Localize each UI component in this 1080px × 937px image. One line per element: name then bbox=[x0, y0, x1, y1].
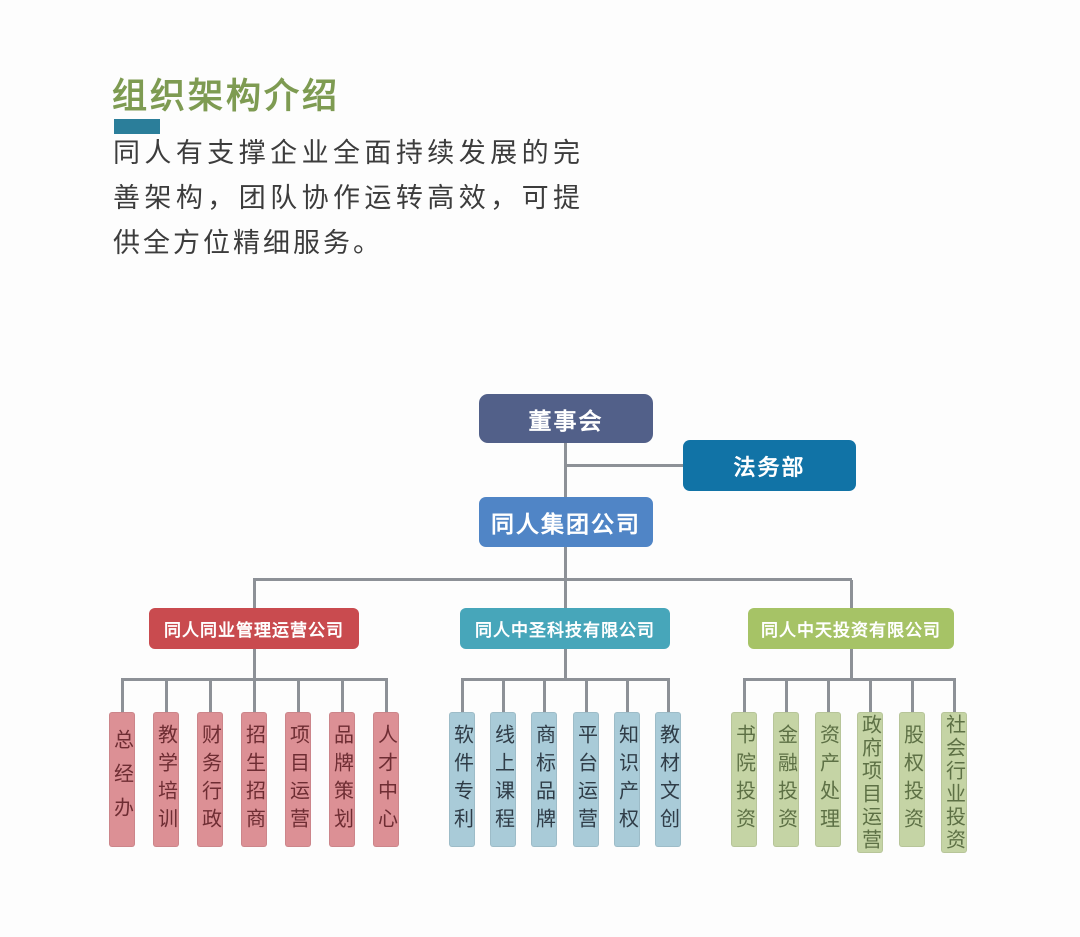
dept-label: 金融投资 bbox=[774, 723, 797, 836]
dept-box: 平台运营 bbox=[573, 712, 599, 847]
dept-box: 线上课程 bbox=[490, 712, 516, 847]
connector-dept-stub bbox=[296, 680, 300, 712]
dept-label: 项目运营 bbox=[286, 723, 309, 836]
dept-label: 人才中心 bbox=[374, 723, 397, 836]
branch-1-header: 同人同业管理运营公司 bbox=[149, 608, 359, 649]
dept-box: 项目运营 bbox=[285, 712, 311, 847]
connector-dept-stub bbox=[742, 680, 746, 712]
dept-label: 书院投资 bbox=[732, 723, 755, 836]
dept-label: 品牌策划 bbox=[330, 723, 353, 836]
dept-box: 总经办 bbox=[109, 712, 135, 847]
dept-label: 商标品牌 bbox=[532, 723, 555, 836]
connector-dept-stub bbox=[340, 680, 344, 712]
dept-label: 知识产权 bbox=[615, 723, 638, 836]
connector-dept-stub bbox=[460, 680, 464, 712]
dept-box: 品牌策划 bbox=[329, 712, 355, 847]
branch-3-header: 同人中天投资有限公司 bbox=[748, 608, 954, 649]
connector-dept-stub bbox=[625, 680, 629, 712]
dept-label: 线上课程 bbox=[491, 723, 514, 836]
connector-branch2-down bbox=[563, 649, 567, 680]
dept-label: 社会行业投资 bbox=[942, 713, 965, 852]
intro-paragraph: 同人有支撑企业全面持续发展的完善架构，团队协作运转高效，可提供全方位精细服务。 bbox=[113, 138, 583, 258]
dept-label: 财务行政 bbox=[198, 723, 221, 836]
title-accent-bar bbox=[114, 119, 160, 134]
dept-box: 股权投资 bbox=[899, 712, 925, 847]
dept-label: 资产处理 bbox=[816, 723, 839, 836]
connector-dept-stub bbox=[784, 680, 788, 712]
dept-label: 软件专利 bbox=[450, 723, 473, 836]
connector-board-to-group bbox=[563, 441, 567, 499]
connector-dept-stub bbox=[208, 680, 212, 712]
dept-label: 总经办 bbox=[110, 728, 133, 831]
connector-dept-stub bbox=[542, 680, 546, 712]
dept-label: 招生招商 bbox=[242, 723, 265, 836]
dept-label: 教学培训 bbox=[154, 723, 177, 836]
connector-dept-stub bbox=[584, 680, 588, 712]
page-title: 组织架构介绍 bbox=[112, 77, 341, 116]
dept-box: 教材文创 bbox=[655, 712, 681, 847]
connector-dept-stub bbox=[120, 680, 124, 712]
node-board-of-directors: 董事会 bbox=[479, 394, 653, 443]
dept-box: 金融投资 bbox=[773, 712, 799, 847]
connector-dept-stub bbox=[252, 680, 256, 712]
dept-box: 书院投资 bbox=[731, 712, 757, 847]
dept-label: 平台运营 bbox=[574, 723, 597, 836]
connector-branch1-down bbox=[252, 649, 256, 680]
connector-group-down bbox=[563, 545, 567, 580]
connector-dept-stub bbox=[952, 680, 956, 712]
connector-branch3-down bbox=[849, 649, 853, 680]
node-legal-department: 法务部 bbox=[683, 440, 856, 491]
dept-box: 社会行业投资 bbox=[941, 712, 967, 853]
connector-branch2-horizontal bbox=[460, 678, 670, 681]
dept-label: 政府项目运营 bbox=[858, 713, 881, 852]
dept-box: 招生招商 bbox=[241, 712, 267, 847]
connector-branch3-stub bbox=[849, 580, 853, 609]
connector-branch1-horizontal bbox=[120, 678, 388, 681]
connector-branch3-horizontal bbox=[742, 678, 956, 681]
dept-box: 财务行政 bbox=[197, 712, 223, 847]
branch-2-header: 同人中圣科技有限公司 bbox=[460, 608, 670, 649]
connector-dept-stub bbox=[826, 680, 830, 712]
connector-branch1-stub bbox=[252, 580, 256, 609]
connector-main-horizontal bbox=[252, 578, 852, 581]
dept-box: 教学培训 bbox=[153, 712, 179, 847]
dept-box: 资产处理 bbox=[815, 712, 841, 847]
dept-box: 知识产权 bbox=[614, 712, 640, 847]
dept-box: 人才中心 bbox=[373, 712, 399, 847]
dept-box: 商标品牌 bbox=[531, 712, 557, 847]
connector-to-legal bbox=[565, 464, 684, 467]
connector-dept-stub bbox=[868, 680, 872, 712]
connector-dept-stub bbox=[501, 680, 505, 712]
connector-dept-stub bbox=[666, 680, 670, 712]
connector-branch2-stub bbox=[563, 580, 567, 609]
dept-box: 软件专利 bbox=[449, 712, 475, 847]
dept-label: 股权投资 bbox=[900, 723, 923, 836]
connector-dept-stub bbox=[164, 680, 168, 712]
node-group-company: 同人集团公司 bbox=[479, 497, 653, 547]
dept-label: 教材文创 bbox=[656, 723, 679, 836]
dept-box: 政府项目运营 bbox=[857, 712, 883, 853]
connector-dept-stub bbox=[384, 680, 388, 712]
connector-dept-stub bbox=[910, 680, 914, 712]
